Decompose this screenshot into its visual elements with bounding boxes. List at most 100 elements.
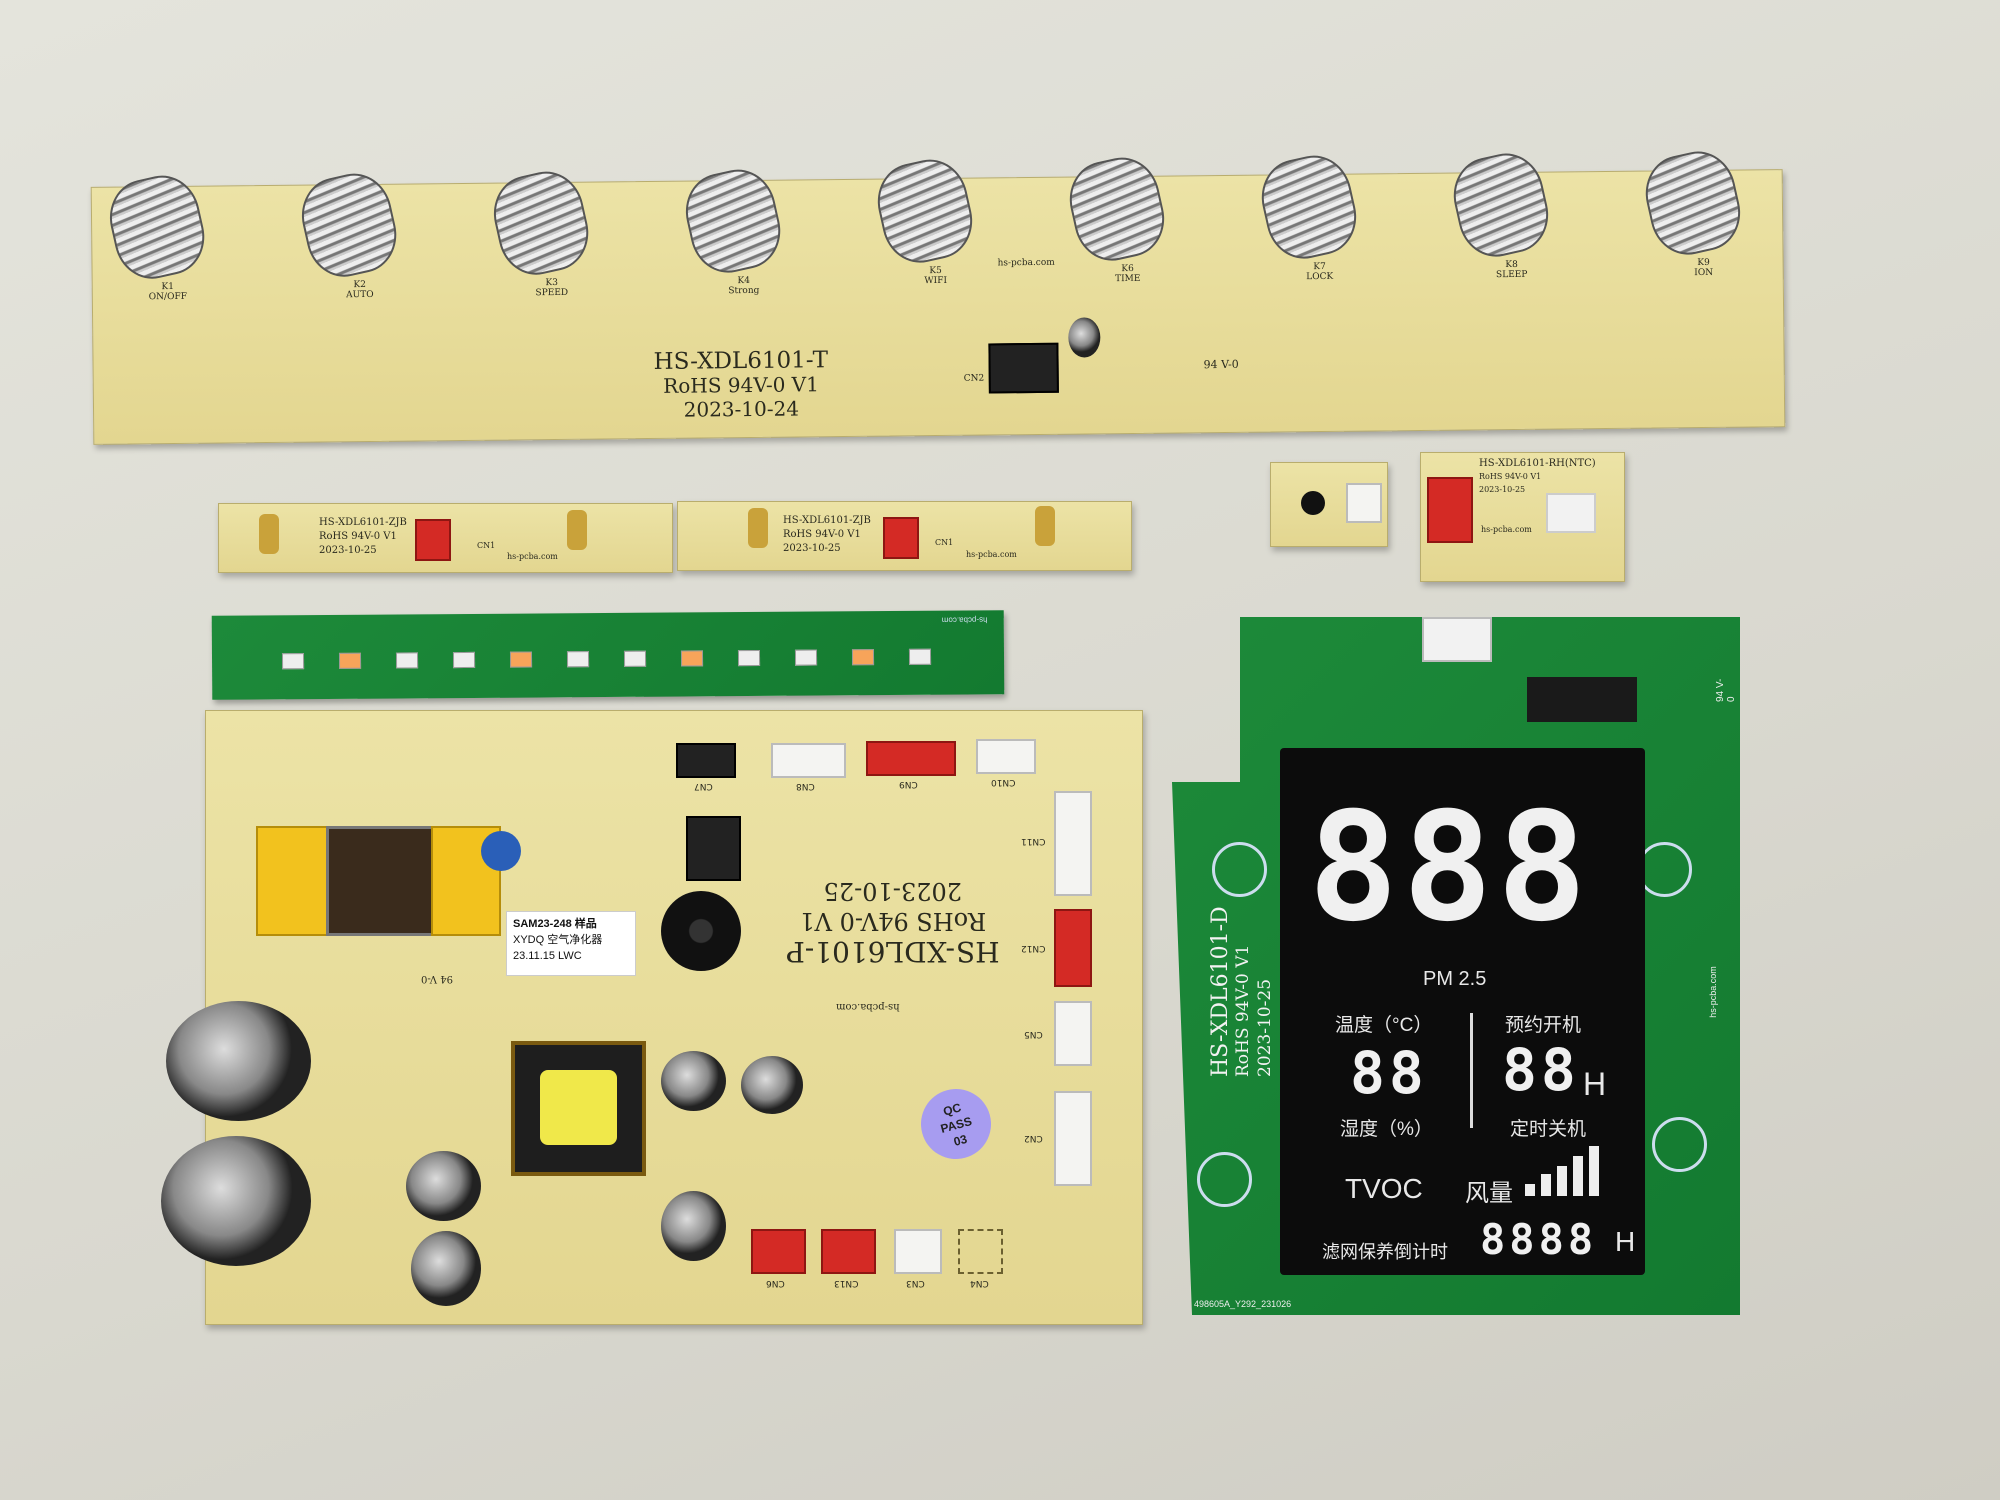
led (680, 650, 704, 667)
led (851, 649, 875, 666)
website-text: hs-pcba.com (836, 1001, 900, 1012)
capacitor (661, 1051, 726, 1111)
website-text: hs-pcba.com (507, 552, 558, 561)
connector-cn10 (976, 739, 1036, 774)
timer-digits: 88 (1502, 1036, 1580, 1104)
date-text: 2023-10-25 (823, 877, 962, 905)
capacitor (406, 1151, 481, 1221)
capacitor (1068, 317, 1101, 358)
electrode (567, 510, 587, 550)
date-text: 2023-10-24 (683, 396, 800, 422)
timer-off-label: 定时关机 (1510, 1119, 1587, 1140)
led (281, 653, 305, 670)
date-text: 2023-10-25 (1255, 978, 1275, 1077)
led (794, 649, 818, 666)
connector-cn5 (1054, 1001, 1092, 1066)
hours-unit: H (1615, 1226, 1636, 1257)
ul-mark: 94 V-0 (1715, 678, 1737, 702)
humidity-sensor (1546, 493, 1596, 533)
rh-sensor-board: HS-XDL6101-RH(NTC) RoHS 94V-0 V1 2023-10… (1420, 452, 1625, 582)
sticker-line: 23.11.15 LWC (513, 950, 582, 962)
spring-contact (1062, 150, 1172, 268)
timer-on-label: 预约开机 (1505, 1015, 1582, 1036)
connector-cn11 (1054, 791, 1092, 896)
board-label: HS-XDL6101-T RoHS 94V-0 V1 2023-10-24 (653, 347, 829, 422)
led (452, 651, 476, 669)
buzzer (661, 891, 741, 971)
cn4-label: CN4 (970, 1278, 989, 1288)
spring-contact (1638, 144, 1748, 262)
connector-cn3 (894, 1229, 942, 1274)
y-capacitor (481, 831, 521, 871)
cn10-label: CN10 (991, 777, 1016, 787)
bulk-capacitor (161, 1136, 311, 1266)
cn7-label: CN7 (694, 781, 713, 791)
filter-digits: 8888 (1480, 1215, 1598, 1264)
zjb-board-1: HS-XDL6101-ZJB RoHS 94V-0 V1 2023-10-25 … (218, 503, 673, 573)
model-text: HS-XDL6101-ZJB (319, 517, 407, 528)
key-function: ION (1694, 267, 1714, 279)
relay (686, 816, 741, 881)
rohs-text: RoHS 94V-0 V1 (319, 531, 397, 542)
mount-hole (1652, 1117, 1707, 1172)
temp-humidity-digits: 88 (1350, 1039, 1428, 1107)
connector-cn2 (1054, 1091, 1092, 1186)
spring-contact (870, 152, 980, 270)
led-strip-board: hs-pcba.com (211, 610, 1005, 700)
led (623, 650, 647, 667)
date-text: 2023-10-25 (1479, 485, 1526, 494)
website-text: hs-pcba.com (966, 550, 1017, 559)
rohs-text: RoHS 94V-0 V1 (799, 907, 987, 935)
website-text: hs-pcba.com (1481, 525, 1532, 534)
model-text: HS-XDL6101-T (653, 347, 829, 375)
date-text: 2023-10-25 (783, 543, 841, 554)
pm25-digits: 888 (1308, 781, 1591, 955)
driver-ic (1527, 677, 1637, 722)
bulk-capacitor (166, 1001, 311, 1121)
electrode (748, 508, 768, 548)
mount-hole (1197, 1152, 1252, 1207)
led-row (212, 610, 1004, 670)
capacitor (741, 1056, 803, 1114)
led (395, 652, 419, 669)
filter-countdown-label: 滤网保养倒计时 (1322, 1242, 1448, 1262)
spring-contact (486, 164, 596, 282)
spring-contact (1254, 148, 1364, 266)
led (566, 651, 590, 668)
key-function: AUTO (346, 289, 374, 301)
cn5-label: CN5 (1024, 1029, 1043, 1039)
cn11-label: CN11 (1021, 836, 1046, 846)
divider (1470, 1013, 1473, 1128)
tvoc-label: TVOC (1345, 1173, 1423, 1204)
connector-cn4-footprint (958, 1229, 1003, 1274)
connector (1427, 477, 1473, 543)
led (509, 651, 533, 668)
sample-sticker: SAM23-248 样品 XYDQ 空气净化器 23.11.15 LWC (506, 911, 636, 976)
common-mode-choke (326, 826, 436, 936)
mount-hole (1212, 842, 1267, 897)
board-label: HS-XDL6101-D RoHS 94V-0 V1 2023-10-25 (1208, 906, 1276, 1077)
x-capacitor (256, 826, 336, 936)
spring-contact (1446, 146, 1556, 264)
rohs-text: RoHS 94V-0 V1 (1233, 944, 1253, 1077)
zjb-board-2: HS-XDL6101-ZJB RoHS 94V-0 V1 2023-10-25 … (677, 501, 1132, 571)
electrode (259, 514, 279, 554)
cn2-connector (988, 342, 1059, 394)
connector-cn12 (1054, 909, 1092, 987)
cn2-label: CN2 (1024, 1133, 1043, 1143)
cn1-connector (415, 519, 451, 561)
spring-contact (294, 166, 404, 284)
cn2-label: CN2 (963, 373, 985, 384)
ribbon-connector (1422, 617, 1492, 662)
cn9-label: CN9 (899, 779, 918, 789)
connector-cn7 (676, 743, 736, 778)
connector-cn9 (866, 741, 956, 776)
cn13-label: CN13 (834, 1278, 859, 1288)
model-text: HS-XDL6101-ZJB (783, 515, 871, 526)
cn12-label: CN12 (1021, 943, 1046, 953)
connector (1346, 483, 1382, 523)
